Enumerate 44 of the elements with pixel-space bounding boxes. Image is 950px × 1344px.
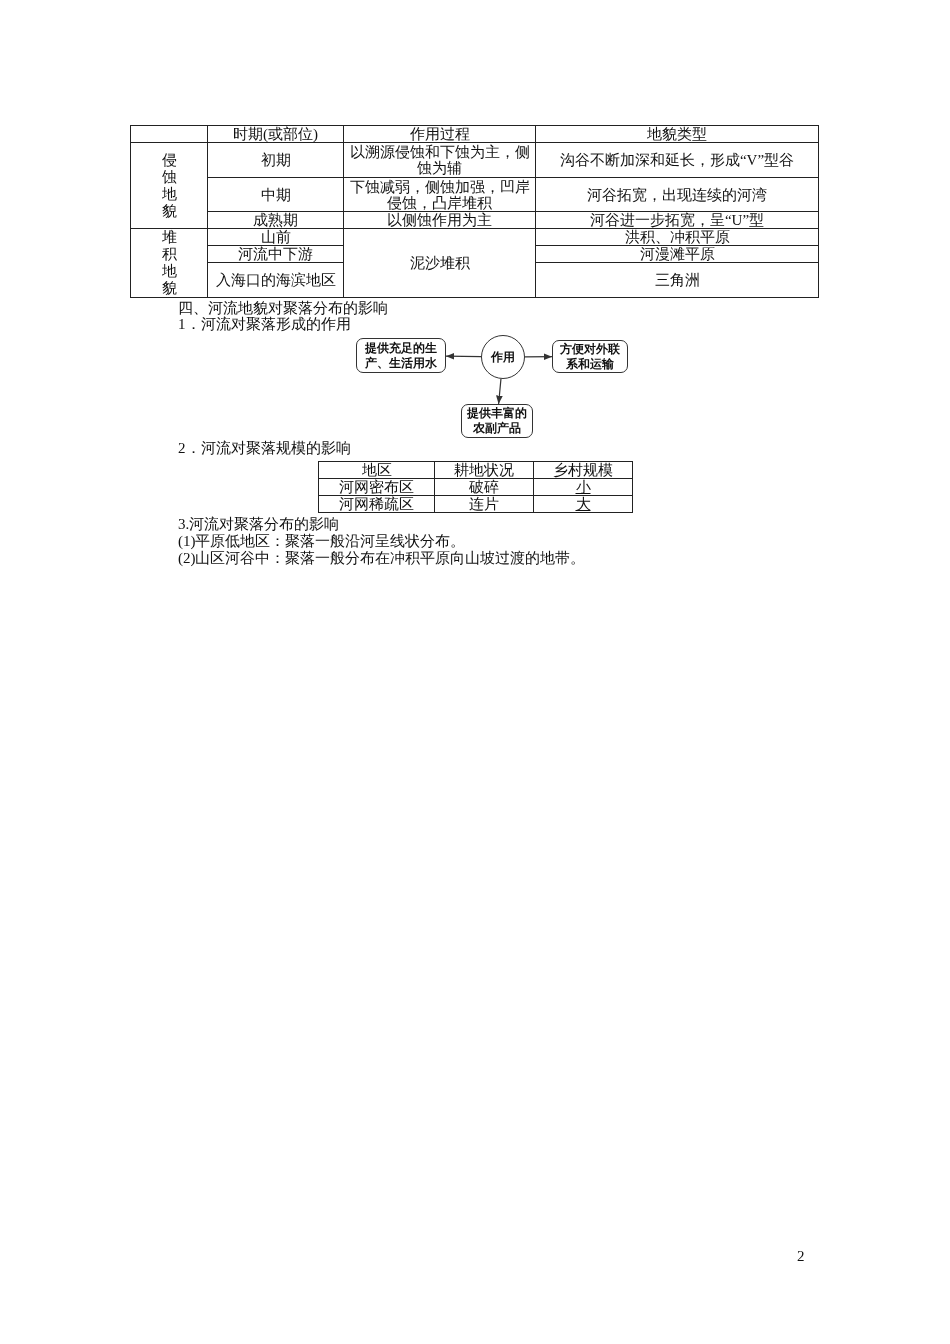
table-cell: 河谷拓宽，出现连续的河湾 <box>587 186 767 203</box>
page-number: 2 <box>797 1248 805 1265</box>
table-cell: 连片 <box>469 496 499 512</box>
row-header: 堆积地貌 <box>161 229 177 297</box>
table-cell: 初期 <box>260 152 291 168</box>
subheading: 3.河流对聚落分布的影响 <box>178 516 340 533</box>
process-box: 提供丰富的农副产品 <box>461 404 533 438</box>
table-cell: 洪积、冲积平原 <box>624 229 730 245</box>
column-header: 地区 <box>361 462 392 478</box>
section-heading: 四、河流地貌对聚落分布的影响 <box>178 300 388 317</box>
table-cell: 破碎 <box>469 479 499 495</box>
table-cell: 以溯源侵蚀和下蚀为主，侧蚀为辅 <box>349 144 530 176</box>
table-cell: 山前 <box>260 229 291 245</box>
center-circle: 作用 <box>481 335 525 379</box>
column-header: 地貌类型 <box>647 126 707 142</box>
arrow <box>445 352 482 360</box>
table-cell: 以侧蚀作用为主 <box>387 212 492 228</box>
column-header: 乡村规模 <box>553 462 613 478</box>
row-header: 侵蚀地貌 <box>161 151 177 220</box>
text-line: (1)平原低地区：聚落一般沿河呈线状分布。 <box>178 533 466 550</box>
table-cell: 河谷进一步拓宽，呈“U”型 <box>589 212 765 228</box>
column-header: 耕地状况 <box>454 462 514 478</box>
process-box: 方便对外联系和运输 <box>552 340 628 373</box>
arrow <box>496 378 503 405</box>
table-cell: 成熟期 <box>253 212 298 228</box>
table-cell: 河网密布区 <box>339 479 414 495</box>
column-header: 作用过程 <box>409 126 470 142</box>
table-cell: 小 <box>575 479 591 495</box>
arrow <box>524 353 553 361</box>
table-cell: 下蚀减弱，侧蚀加强，凹岸侵蚀，凸岸堆积 <box>349 178 530 211</box>
table-cell: 入海口的海滨地区 <box>215 272 336 288</box>
text-line: (2)山区河谷中：聚落一般分布在冲积平原向山坡过渡的地带。 <box>178 550 586 567</box>
table-cell: 三角洲 <box>654 272 700 288</box>
table-cell: 河网稀疏区 <box>339 496 414 512</box>
table-cell: 沟谷不断加深和延长，形成“V”型谷 <box>559 152 795 168</box>
table-cell: 大 <box>575 496 591 512</box>
table-cell: 河流中下游 <box>238 246 313 262</box>
process-box: 提供充足的生产、生活用水 <box>356 338 446 373</box>
table-cell: 泥沙堆积 <box>409 255 470 271</box>
subheading: 1．河流对聚落形成的作用 <box>178 316 351 333</box>
table-cell: 河漫滩平原 <box>639 246 715 262</box>
column-header: 时期(或部位) <box>233 126 318 142</box>
table-cell: 中期 <box>260 186 291 203</box>
subheading: 2．河流对聚落规模的影响 <box>178 440 351 457</box>
